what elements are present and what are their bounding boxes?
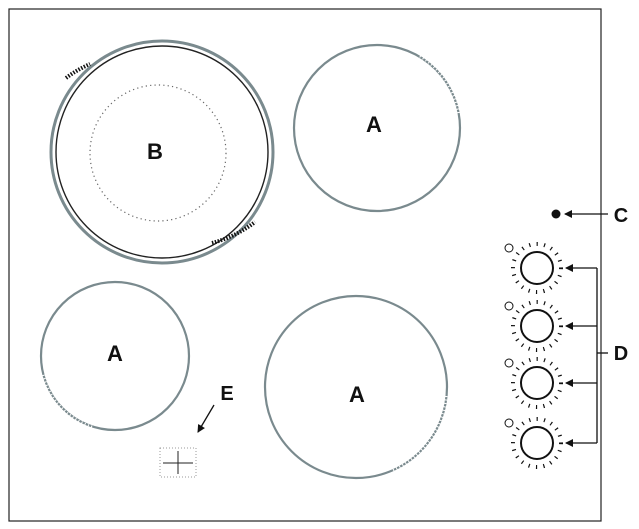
zone-b-outer-ring [49, 39, 275, 265]
zone-a-bottom-center-label: A [349, 382, 365, 407]
knob-scale [511, 242, 563, 294]
callout-c-label: C [614, 205, 628, 227]
knob-indicator-icon [504, 418, 514, 428]
position-mark [159, 447, 197, 478]
zone-a-bottom-left-label: A [107, 341, 123, 366]
zone-a-bottom-center: A [263, 294, 449, 480]
callout-e-arrow [197, 404, 215, 433]
knob-1 [504, 242, 563, 294]
callout-d-bracket [565, 264, 608, 447]
zone-a-top-right: A [292, 43, 462, 213]
pilot-light [551, 209, 561, 219]
knob-3 [504, 357, 563, 409]
cooktop-outline [8, 8, 602, 522]
zone-a-bottom-left: A [39, 280, 191, 432]
zone-a-top-right-dots [419, 54, 461, 116]
zone-a-bottom-left-dots [41, 374, 93, 429]
zone-b-marking-top [64, 62, 91, 80]
zone-a-bottom-center-dots [391, 395, 448, 473]
knob-indicator-icon [504, 301, 514, 311]
knob-dial [520, 251, 554, 285]
knob-scale [511, 417, 563, 469]
knob-dial [520, 426, 554, 460]
callout-e-label: E [220, 383, 233, 405]
zone-a-top-right-ring [292, 43, 462, 213]
zone-b-inner-ring [55, 45, 269, 259]
zone-b: B [49, 39, 275, 265]
zone-a-bottom-center-ring [263, 294, 449, 480]
knob-2 [504, 300, 563, 352]
knob-4 [504, 417, 563, 469]
knob-scale [511, 357, 563, 409]
knob-dial [520, 309, 554, 343]
zone-a-bottom-left-ring [39, 280, 191, 432]
zone-b-label: B [147, 139, 163, 164]
knob-dial [520, 366, 554, 400]
knob-scale [511, 300, 563, 352]
callout-d-label: D [614, 343, 628, 365]
zone-b-inner-zone [89, 84, 227, 222]
knob-indicator-icon [504, 358, 514, 368]
zone-b-marking-bottom [211, 220, 257, 245]
knob-indicator-icon [504, 243, 514, 253]
zone-a-top-right-label: A [366, 112, 382, 137]
